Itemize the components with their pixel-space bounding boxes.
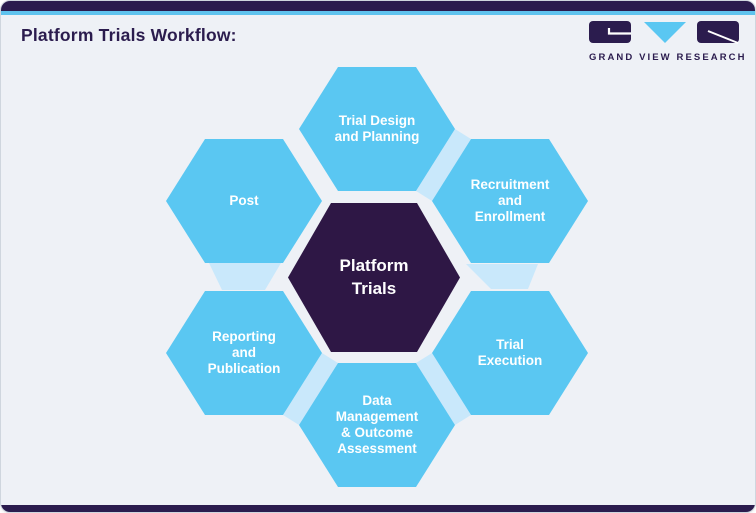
hex-recruitment: Recruitment and Enrollment bbox=[432, 139, 588, 263]
gvr-logo-icon bbox=[589, 21, 739, 44]
connector-recruitment-to-execution bbox=[466, 264, 538, 289]
logo-r-block bbox=[697, 21, 739, 43]
gvr-logo: GRAND VIEW RESEARCH bbox=[589, 20, 747, 63]
logo-g-line bbox=[607, 28, 631, 35]
brand-name: GRAND VIEW RESEARCH bbox=[589, 52, 747, 63]
top-blue-strip bbox=[1, 11, 755, 15]
bottom-bar bbox=[1, 505, 755, 512]
connector-reporting-to-post bbox=[209, 263, 281, 290]
hex-platform-trials-label: Platform Trials bbox=[339, 256, 409, 298]
hex-recruitment-label: Recruitment and Enrollment bbox=[470, 177, 550, 224]
logo-r-line bbox=[707, 30, 739, 44]
hex-post-label: Post bbox=[229, 193, 259, 209]
hex-data-management-label: Data Management & Outcome Assessment bbox=[335, 393, 419, 456]
logo-v-triangle bbox=[644, 22, 686, 43]
hex-trial-execution-label: Trial Execution bbox=[477, 337, 543, 368]
hex-reporting-label: Reporting and Publication bbox=[207, 329, 281, 376]
top-bar bbox=[1, 1, 755, 11]
hex-platform-trials: Platform Trials bbox=[288, 203, 460, 352]
page-title: Platform Trials Workflow: bbox=[21, 25, 237, 45]
hex-trial-design-label: Trial Design and Planning bbox=[334, 113, 420, 144]
hex-post: Post bbox=[166, 139, 322, 263]
